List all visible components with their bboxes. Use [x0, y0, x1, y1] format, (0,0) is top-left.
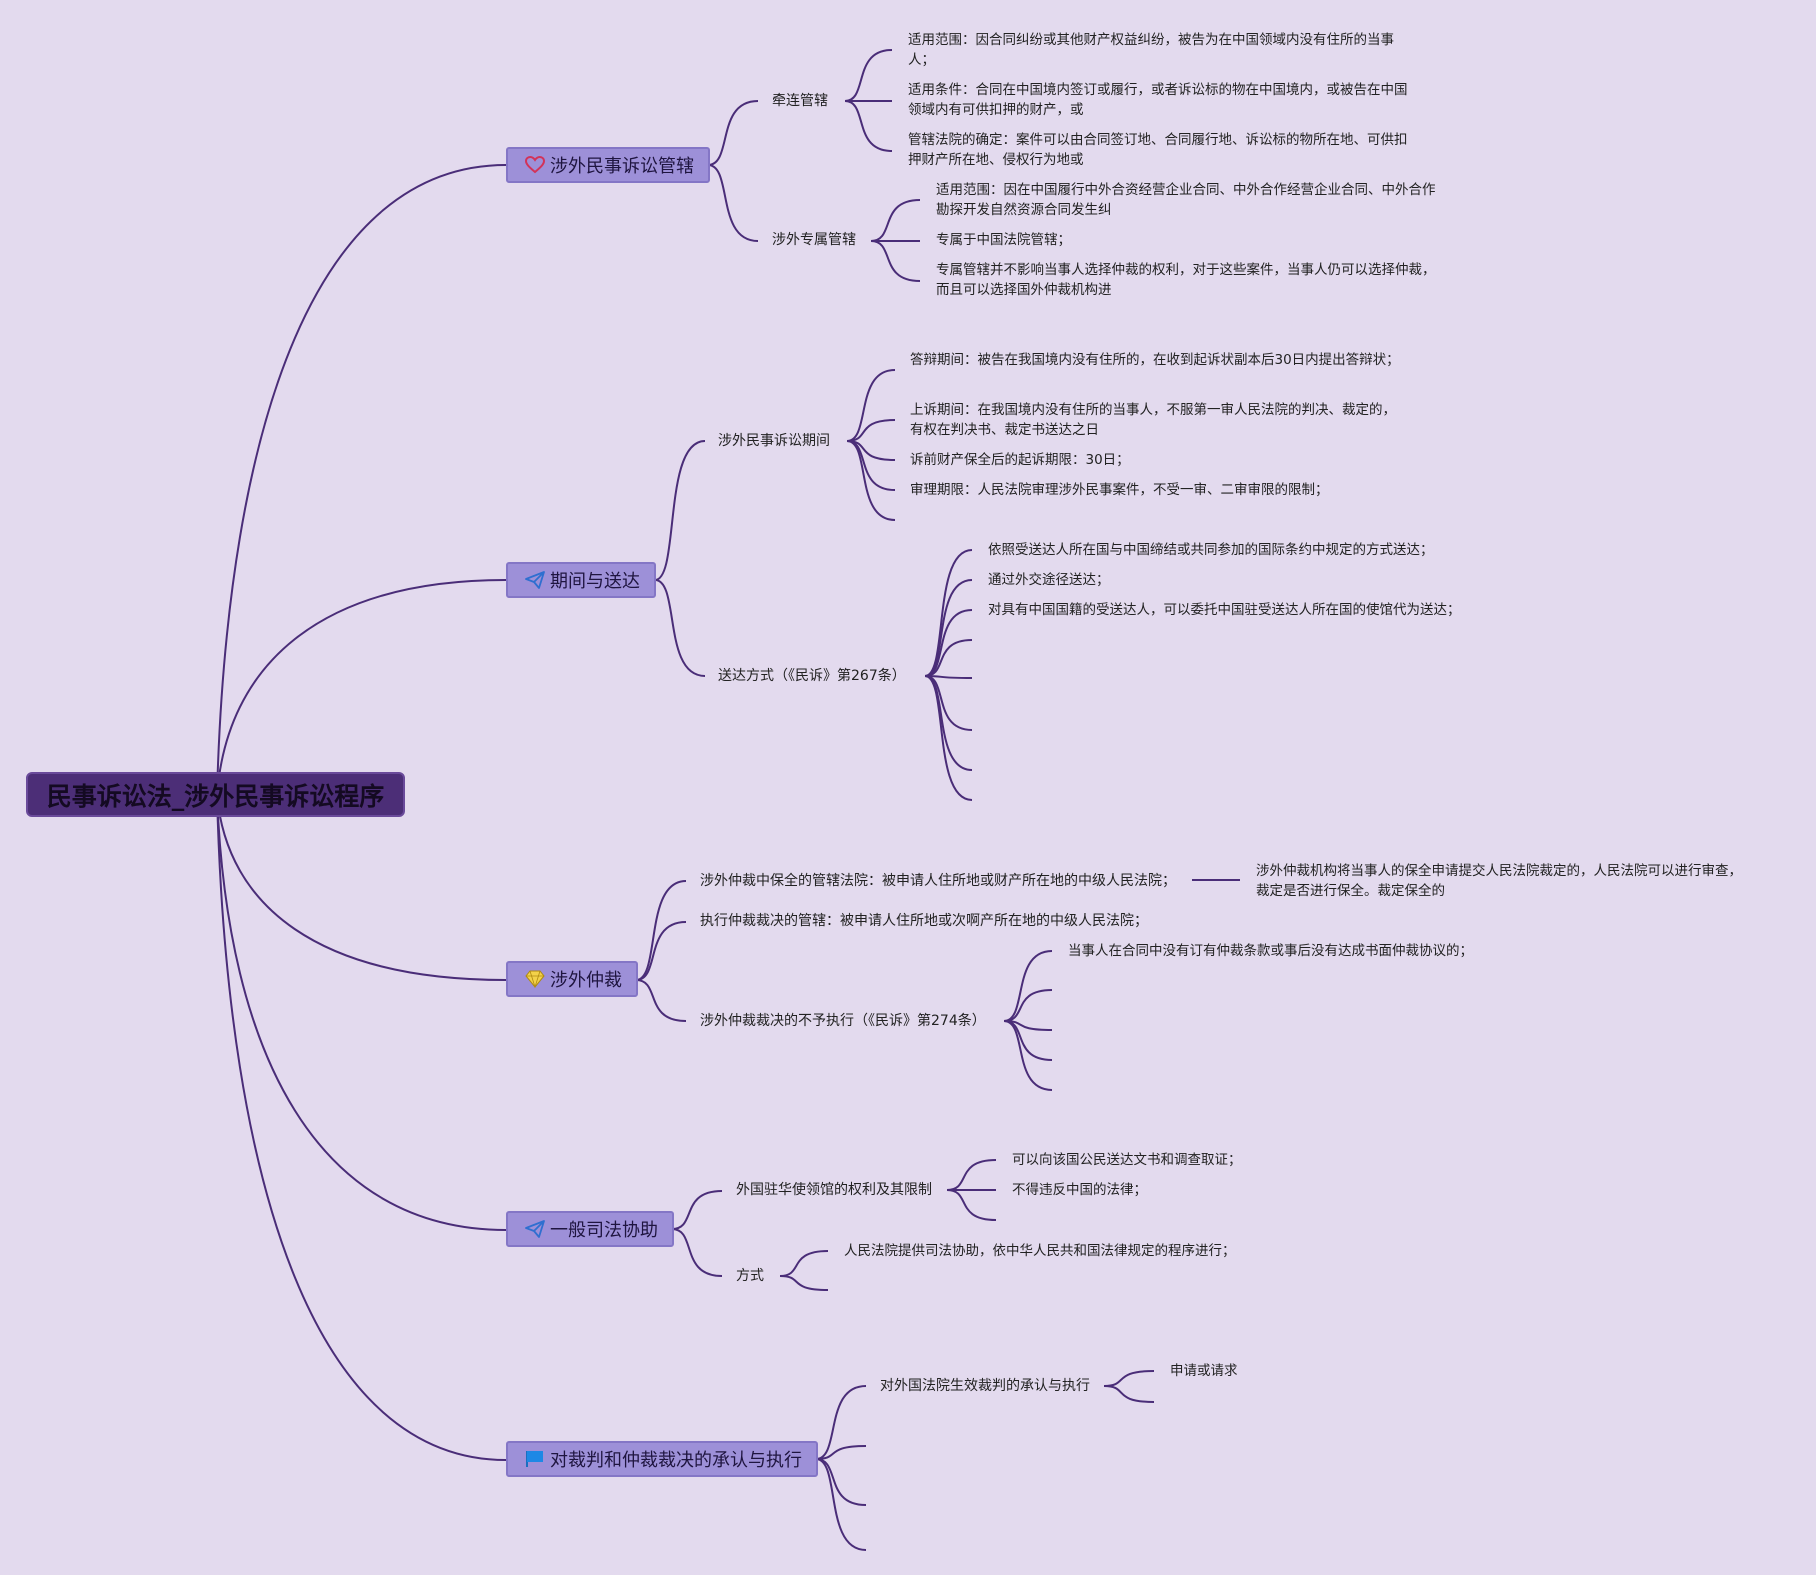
- leaf-connector: [924, 639, 973, 677]
- root-connector: [216, 579, 507, 796]
- paper-plane-icon: [524, 1218, 546, 1240]
- topic-label: 对裁判和仲裁裁决的承认与执行: [550, 1450, 802, 1471]
- leaf-connector: [779, 1250, 829, 1277]
- leaf-exclusive-scope[interactable]: 适用范围：因在中国履行中外合资经营企业合同、中外合作经营企业合同、中外合作勘探开…: [936, 182, 1436, 218]
- root-connector: [216, 794, 507, 1461]
- subtopic-exclusive-jurisdiction[interactable]: 涉外专属管辖: [772, 232, 856, 248]
- topic-foreign-arbitration[interactable]: 涉外仲裁: [506, 961, 638, 997]
- leaf-conditions[interactable]: 适用条件：合同在中国境内签订或履行，或者诉讼标的物在中国境内，或被告在中国领域内…: [908, 82, 1408, 118]
- leaf-court-determination[interactable]: 管辖法院的确定：案件可以由合同签订地、合同履行地、诉讼标的物所在地、可供扣押财产…: [908, 132, 1408, 168]
- leaf-appeal-period[interactable]: 上诉期间：在我国境内没有住所的当事人，不服第一审人民法院的判决、裁定的，有权在判…: [910, 402, 1396, 438]
- leaf-trial-period[interactable]: 审理期限：人民法院审理涉外民事案件，不受一审、二审审限的限制；: [910, 482, 1329, 498]
- leaf-connector: [1003, 1020, 1053, 1061]
- subtopic-award-enforcement[interactable]: 执行仲裁裁决的管辖：被申请人住所地或次啊产所在地的中级人民法院；: [700, 913, 1148, 929]
- connector-line: [815, 1385, 867, 1460]
- leaf-obey-chinese-law[interactable]: 不得违反中国的法律；: [1012, 1182, 1147, 1198]
- connector-line: [654, 440, 706, 581]
- topic-foreign-jurisdiction[interactable]: 涉外民事诉讼管辖: [506, 147, 710, 183]
- topic-label: 涉外民事诉讼管辖: [550, 156, 694, 177]
- subtopic-method[interactable]: 方式: [736, 1268, 764, 1284]
- leaf-connector: [1003, 1020, 1053, 1091]
- root-connector: [216, 794, 507, 1231]
- leaf-treaty-service[interactable]: 依照受送达人所在国与中国缔结或共同参加的国际条约中规定的方式送达；: [988, 542, 1434, 558]
- leaf-preservation-period[interactable]: 诉前财产保全后的起诉期限：30日；: [910, 452, 1130, 468]
- connector-line: [635, 979, 687, 1022]
- connector-line: [815, 1458, 867, 1551]
- leaf-connector: [1003, 989, 1053, 1022]
- leaf-connector: [846, 369, 896, 442]
- subtopic-connected-jurisdiction[interactable]: 牵连管辖: [772, 93, 828, 109]
- leaf-connector: [870, 240, 921, 282]
- paper-plane-icon: [524, 569, 546, 591]
- leaf-connector: [846, 419, 896, 442]
- leaf-connector: [1103, 1370, 1155, 1387]
- leaf-preservation-review[interactable]: 涉外仲裁机构将当事人的保全申请提交人民法院裁定的，人民法院可以进行审查，裁定是否…: [1256, 863, 1742, 899]
- leaf-connector: [924, 675, 973, 771]
- leaf-connector: [946, 1159, 997, 1191]
- leaf-application-or-request[interactable]: 申请或请求: [1170, 1363, 1238, 1379]
- root-connector: [216, 164, 507, 796]
- leaf-connector: [1003, 950, 1053, 1022]
- leaf-no-arbitration-clause[interactable]: 当事人在合同中没有订有仲裁条款或事后没有达成书面仲裁协议的；: [1068, 943, 1473, 959]
- leaf-scope[interactable]: 适用范围：因合同纠纷或其他财产权益纠纷，被告为在中国领域内没有住所的当事人；: [908, 32, 1394, 68]
- connector-line: [815, 1458, 867, 1506]
- leaf-exclusive-arbitration[interactable]: 专属管辖并不影响当事人选择仲裁的权利，对于这些案件，当事人仍可以选择仲裁，而且可…: [936, 262, 1436, 298]
- leaf-answer-period[interactable]: 答辩期间：被告在我国境内没有住所的，在收到起诉状副本后30日内提出答辩状；: [910, 352, 1400, 368]
- root-node[interactable]: 民事诉讼法_涉外民事诉讼程序: [26, 772, 405, 817]
- leaf-connector: [779, 1275, 829, 1291]
- leaf-connector: [924, 549, 973, 677]
- subtopic-service-methods[interactable]: 送达方式（《民诉》第267条）: [718, 668, 906, 684]
- topic-judicial-assistance[interactable]: 一般司法协助: [506, 1211, 674, 1247]
- leaf-connector: [870, 199, 921, 242]
- connector-line: [671, 1228, 723, 1277]
- gem-icon: [524, 968, 546, 990]
- subtopic-arbitration-preservation[interactable]: 涉外仲裁中保全的管辖法院：被申请人住所地或财产所在地的中级人民法院；: [700, 873, 1176, 889]
- subtopic-consulate-rights[interactable]: 外国驻华使领馆的权利及其限制: [736, 1182, 932, 1198]
- leaf-legal-procedure[interactable]: 人民法院提供司法协助，依中华人民共和国法律规定的程序进行；: [844, 1243, 1236, 1259]
- subtopic-litigation-period[interactable]: 涉外民事诉讼期间: [718, 433, 830, 449]
- connector-line: [635, 921, 687, 981]
- connector-line: [671, 1190, 723, 1230]
- topic-period-and-service[interactable]: 期间与送达: [506, 562, 656, 598]
- leaf-connector: [946, 1189, 997, 1221]
- leaf-connector: [844, 100, 893, 152]
- leaf-connector: [1103, 1385, 1155, 1403]
- topic-label: 涉外仲裁: [550, 970, 622, 991]
- subtopic-non-enforcement[interactable]: 涉外仲裁裁决的不予执行（《民诉》第274条）: [700, 1013, 986, 1029]
- heart-icon: [524, 154, 546, 176]
- leaf-diplomatic-service[interactable]: 通过外交途径送达；: [988, 572, 1110, 588]
- connector-line: [707, 100, 759, 166]
- topic-recognition-enforcement[interactable]: 对裁判和仲裁裁决的承认与执行: [506, 1441, 818, 1477]
- flag-icon: [524, 1448, 546, 1470]
- connector-line: [815, 1445, 867, 1460]
- root-connector: [216, 794, 507, 981]
- topic-label: 一般司法协助: [550, 1220, 658, 1241]
- leaf-connector: [924, 675, 973, 801]
- leaf-connector: [924, 579, 973, 677]
- subtopic-foreign-judgment[interactable]: 对外国法院生效裁判的承认与执行: [880, 1378, 1090, 1394]
- leaf-connector: [924, 609, 973, 677]
- connector-line: [635, 880, 687, 981]
- leaf-connector: [924, 675, 973, 679]
- leaf-exclusive-china[interactable]: 专属于中国法院管辖；: [936, 232, 1071, 248]
- topic-label: 期间与送达: [550, 571, 640, 592]
- leaf-connector: [846, 440, 896, 491]
- leaf-connector: [844, 49, 893, 102]
- connector-line: [707, 164, 759, 242]
- leaf-connector: [846, 440, 896, 521]
- leaf-embassy-service[interactable]: 对具有中国国籍的受送达人，可以委托中国驻受送达人所在国的使馆代为送达；: [988, 602, 1461, 618]
- leaf-connector: [924, 675, 973, 731]
- leaf-serve-and-investigate[interactable]: 可以向该国公民送达文书和调查取证；: [1012, 1152, 1242, 1168]
- connector-line: [654, 579, 706, 677]
